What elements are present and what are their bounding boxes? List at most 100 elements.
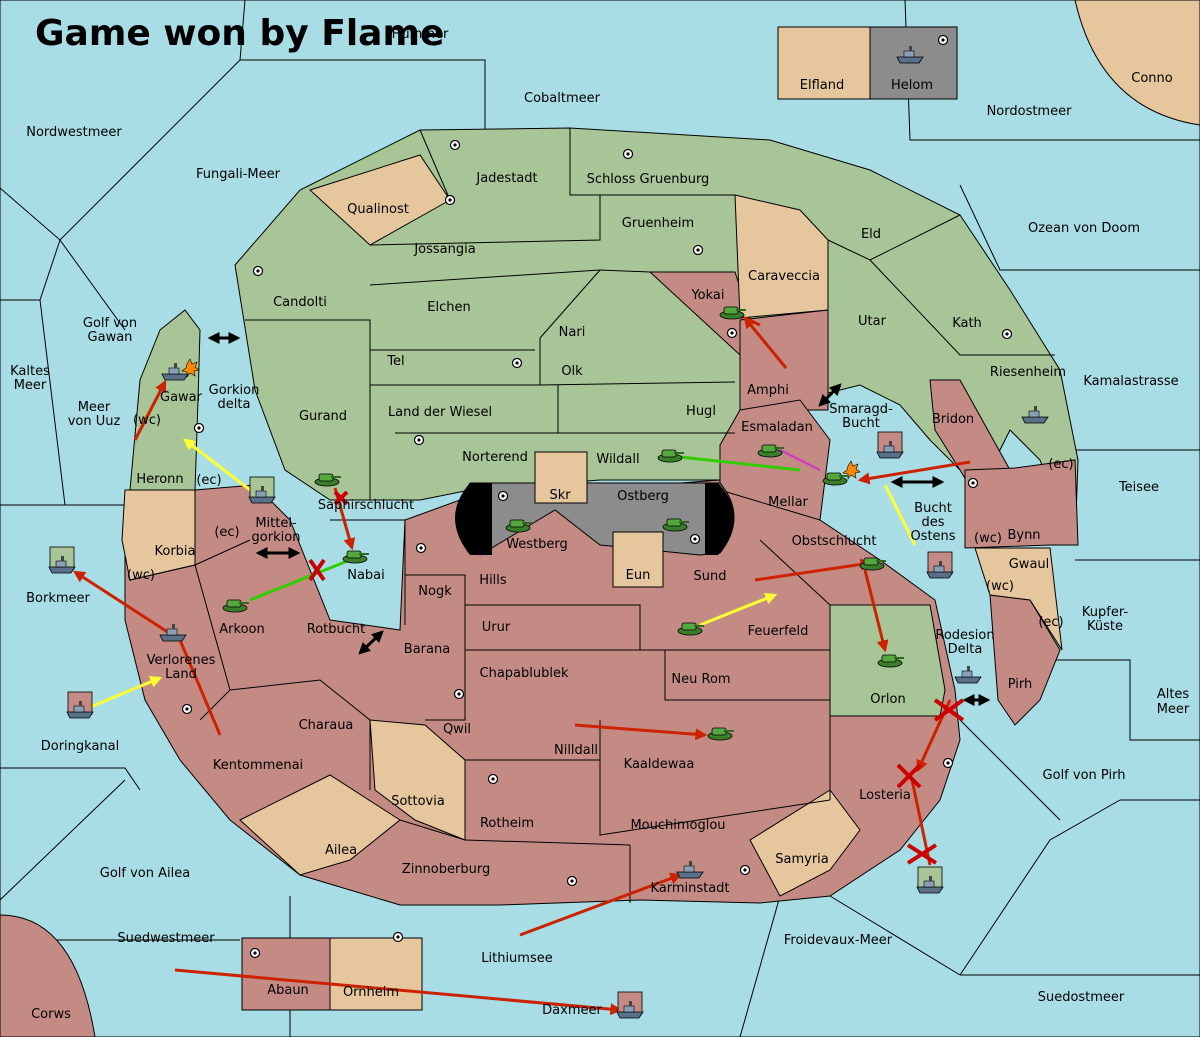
region-label-golfpirh: Golf von Pirh	[1043, 768, 1126, 783]
region-labels: HummerCobaltmeerNordwestmeerFungali-Meer…	[10, 27, 1190, 1022]
region-label-kupfer1: Kupfer-	[1082, 605, 1128, 620]
region-label-saphirschlucht: Saphirschlucht	[318, 498, 414, 513]
region-label-abaun: Abaun	[267, 983, 309, 998]
region-label-mittelgorkion2: gorkion	[252, 530, 301, 545]
ship-icon[interactable]	[876, 431, 904, 459]
region-label-froidevaux: Froidevaux-Meer	[784, 933, 893, 948]
region-label-ostberg: Ostberg	[617, 489, 669, 504]
region-label-sund: Sund	[694, 569, 727, 584]
region-label-samyria: Samyria	[775, 852, 829, 867]
region-label-losteria: Losteria	[859, 788, 911, 803]
region-label-gwaul: Gwaul	[1009, 557, 1050, 572]
region-label-skr: Skr	[549, 488, 571, 503]
region-label-chapablublek: Chapablublek	[480, 666, 569, 681]
region-label-bucht3: Ostens	[910, 529, 955, 544]
region-label-altes1: Altes	[1157, 687, 1190, 702]
region-label-lithiumsee: Lithiumsee	[481, 951, 552, 966]
region-label-jadestadt: Jadestadt	[475, 171, 537, 186]
region-label-bucht2: des	[921, 515, 944, 530]
explosion-icon	[181, 358, 861, 480]
region-label-nilldall: Nilldall	[554, 743, 598, 758]
ship-icon[interactable]	[48, 546, 76, 574]
ship-icon[interactable]	[248, 476, 276, 504]
region-label-kupfer2: Küste	[1087, 619, 1123, 634]
region-label-orlon: Orlon	[870, 692, 905, 707]
supply-center-icon	[497, 490, 509, 502]
coast-tag: (ec)	[1038, 615, 1063, 630]
supply-center-icon	[249, 947, 261, 959]
ship-icon[interactable]	[66, 691, 94, 719]
region-label-kaaldewaa: Kaaldewaa	[624, 757, 695, 772]
region-label-urur: Urur	[482, 620, 511, 635]
supply-center-icon	[739, 864, 751, 876]
region-label-zinnoberburg: Zinnoberburg	[402, 862, 490, 877]
region-label-nordostmeer: Nordostmeer	[987, 104, 1073, 119]
region-label-hugl: Hugl	[686, 404, 716, 419]
region-label-utar: Utar	[858, 314, 887, 329]
supply-center-icon	[1001, 328, 1013, 340]
supply-center-icon	[511, 357, 523, 369]
region-label-kaltes2: Meer	[14, 378, 47, 393]
region-label-golfgawan1: Golf von	[83, 316, 137, 331]
region-label-candolti: Candolti	[273, 295, 327, 310]
supply-center-icon	[937, 34, 949, 46]
region-label-qualinost: Qualinost	[347, 202, 409, 217]
region-label-nogk: Nogk	[418, 584, 452, 599]
region-label-suedwestmeer: Suedwestmeer	[117, 931, 215, 946]
region-label-rodesion2: Delta	[948, 642, 983, 657]
ship-icon[interactable]	[616, 991, 644, 1019]
region-label-conno: Conno	[1131, 71, 1173, 86]
region-label-bucht1: Bucht	[914, 501, 952, 516]
region-label-ozean: Ozean von Doom	[1028, 221, 1140, 236]
region-label-borkmeer: Borkmeer	[26, 591, 90, 606]
region-label-barana: Barana	[404, 642, 450, 657]
region-label-arkoon: Arkoon	[219, 622, 264, 637]
region-label-bridon: Bridon	[932, 412, 974, 427]
region-label-wiesel: Land der Wiesel	[388, 405, 492, 420]
region-label-heronn: Heronn	[136, 472, 183, 487]
region-label-kamalastrasse: Kamalastrasse	[1083, 374, 1178, 389]
coast-tag: (wc)	[986, 579, 1014, 594]
region-label-verlorenes2: Land	[165, 667, 197, 682]
supply-center-icon	[181, 703, 193, 715]
supply-center-icon	[453, 688, 465, 700]
supply-center-icon	[392, 931, 404, 943]
ship-icon[interactable]	[916, 866, 944, 894]
region-label-karminstadt: Karminstadt	[650, 881, 729, 896]
region-label-golfgawan2: Gawan	[88, 330, 133, 345]
supply-centers	[181, 34, 1013, 959]
region-label-feuerfeld: Feuerfeld	[748, 624, 809, 639]
region-label-fungali: Fungali-Meer	[196, 167, 281, 182]
region-label-hummer: Hummer	[392, 27, 449, 42]
region-label-rodesion1: Rodesion	[935, 628, 994, 643]
units	[48, 45, 1049, 1019]
supply-center-icon	[252, 265, 264, 277]
region-label-nari: Nari	[559, 325, 586, 340]
supply-center-icon	[193, 422, 205, 434]
region-label-gruenheim: Gruenheim	[622, 216, 694, 231]
region-label-eld: Eld	[861, 227, 881, 242]
region-label-corws: Corws	[31, 1007, 71, 1022]
region-label-rotbucht: Rotbucht	[307, 622, 365, 637]
supply-center-icon	[942, 757, 954, 769]
supply-center-icon	[726, 327, 738, 339]
supply-center-icon	[444, 194, 456, 206]
region-label-elchen: Elchen	[427, 300, 470, 315]
region-label-hills: Hills	[479, 573, 507, 588]
region-label-olk: Olk	[561, 364, 583, 379]
region-label-riesenheim: Riesenheim	[990, 365, 1066, 380]
region-label-neurom: Neu Rom	[671, 672, 730, 687]
region-label-kaltes1: Kaltes	[10, 364, 50, 379]
coast-tag: (ec)	[1048, 457, 1073, 472]
region-label-korbia: Korbia	[154, 544, 195, 559]
region-label-gurand: Gurand	[299, 409, 347, 424]
region-label-daxmeer: Daxmeer	[542, 1003, 602, 1018]
region-label-kentommenai: Kentommenai	[213, 758, 303, 773]
ship-icon[interactable]	[926, 551, 954, 579]
region-label-ailea: Ailea	[325, 843, 357, 858]
supply-center-icon	[413, 434, 425, 446]
region-label-charaua: Charaua	[299, 718, 354, 733]
region-label-tel: Tel	[386, 354, 404, 369]
